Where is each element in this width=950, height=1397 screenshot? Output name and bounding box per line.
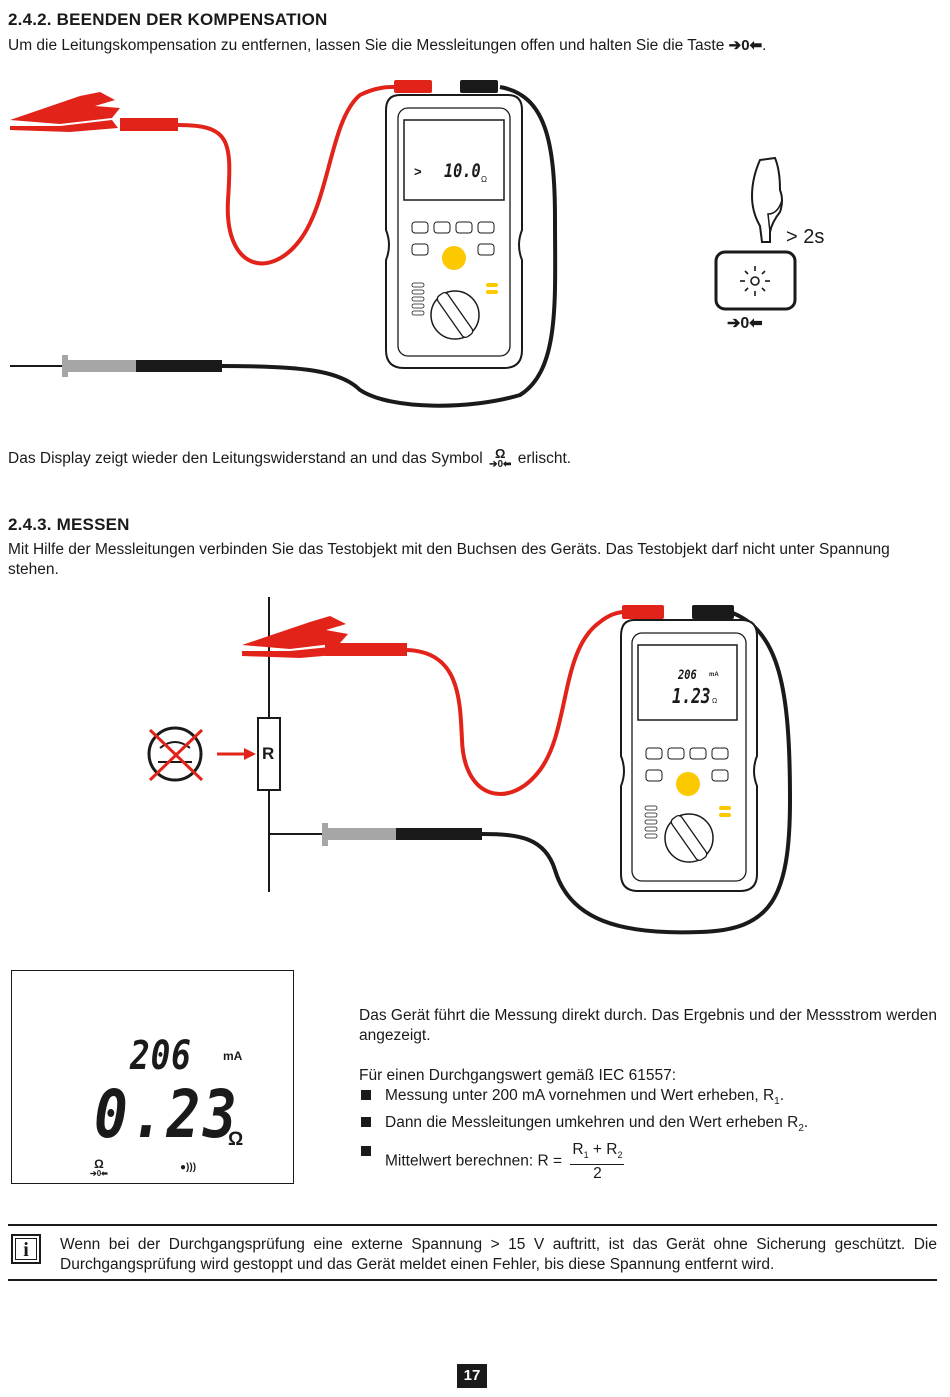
device-value: 1.23: [672, 684, 711, 708]
zero-button-label: ➔0⬅: [727, 315, 763, 332]
formula-plus: + R: [588, 1141, 618, 1159]
step-1-end: .: [779, 1087, 785, 1104]
step-3-text: Mittelwert berechnen: R =: [385, 1152, 563, 1170]
black-connector: [692, 605, 734, 619]
note-top-rule: [8, 1224, 937, 1226]
info-letter: i: [15, 1238, 37, 1261]
compensation-symbol: Ω ➔0⬅: [489, 446, 512, 470]
section-heading-1: 2.4.2. BEENDEN DER KOMPENSATION: [8, 10, 328, 29]
resistor: [257, 717, 281, 791]
red-crocodile-clip: [10, 92, 178, 132]
step-1-sub: 1: [774, 1096, 780, 1108]
black-cable: [221, 85, 558, 408]
list-item: Messung unter 200 mA vornehmen und Wert …: [359, 1085, 937, 1112]
info-icon: i: [11, 1234, 41, 1264]
mean-formula: R1 + R2 2: [570, 1141, 625, 1183]
black-test-probe: [10, 355, 222, 377]
iec-intro: Für einen Durchgangswert gemäß IEC 61557…: [359, 1067, 677, 1084]
red-connector: [622, 605, 664, 619]
note-text: Wenn bei der Durchgangsprüfung eine exte…: [60, 1236, 937, 1273]
compensation-result-text: Das Display zeigt wieder den Leitungswid…: [8, 446, 572, 470]
zero-arrows-glyph: ➔0⬅: [489, 459, 512, 470]
compensation-illustration: [10, 80, 797, 408]
black-test-probe: [270, 823, 482, 846]
formula-sub-1: 1: [583, 1150, 589, 1161]
formula-denominator: 2: [593, 1165, 602, 1183]
list-item: Dann die Messleitungen umkehren und den …: [359, 1112, 937, 1139]
display-arrow: >: [414, 164, 422, 179]
formula-r: R: [572, 1141, 584, 1159]
red-cable: [406, 610, 626, 796]
display-unit: Ω: [481, 175, 487, 184]
omega-glyph: Ω: [94, 1157, 104, 1171]
sun-icon: [740, 266, 770, 296]
black-connector: [460, 80, 498, 93]
large-compensation-symbol: Ω ➔0⬅: [90, 1157, 108, 1179]
omega-glyph: Ω: [495, 446, 506, 461]
after-text-1: Das Display zeigt wieder den Leitungswid…: [8, 450, 483, 468]
zero-key-symbol: ➔0⬅: [728, 37, 763, 54]
section-heading-2: 2.4.3. MESSEN: [8, 515, 130, 534]
list-item: Mittelwert berechnen: R = R1 + R2 2: [359, 1141, 937, 1182]
step-2-end: .: [803, 1114, 809, 1132]
device-current-unit: mA: [709, 672, 719, 678]
note-bottom-rule: [8, 1279, 937, 1281]
large-value: 0.23: [94, 1076, 240, 1153]
section-intro-1: Um die Leitungskompensation zu entfernen…: [8, 36, 766, 56]
tester-device: [385, 94, 523, 369]
intro-end: .: [762, 37, 767, 54]
hold-time: > 2s: [786, 226, 825, 248]
device-current: 206: [678, 668, 697, 683]
black-cable: [481, 610, 793, 935]
step-1-text: Messung unter 200 mA vornehmen und Wert …: [385, 1087, 775, 1104]
step-2-text: Dann die Messleitungen umkehren und den …: [385, 1114, 799, 1132]
page-number: 17: [457, 1364, 487, 1388]
buzzer-icon: ●))): [180, 1162, 197, 1173]
no-voltage-icon: [147, 726, 204, 782]
pressing-hand: [750, 156, 783, 243]
zero-arrows-glyph: ➔0⬅: [90, 1169, 108, 1178]
formula-sub-2: 2: [617, 1150, 623, 1161]
resistor-label: R: [262, 744, 275, 763]
iec-steps-list: Messung unter 200 mA vornehmen und Wert …: [359, 1085, 937, 1182]
measurement-illustration: [147, 597, 793, 935]
result-text: Das Gerät führt die Messung direkt durch…: [359, 1007, 937, 1044]
large-unit: Ω: [228, 1129, 244, 1150]
large-current-unit: mA: [223, 1049, 243, 1063]
step-2-sub: 2: [798, 1123, 804, 1135]
arrow-to-resistor: [217, 748, 256, 760]
tester-device: [620, 619, 758, 892]
red-cable: [177, 84, 406, 266]
red-connector: [394, 80, 432, 93]
backlight-button: [714, 250, 797, 311]
red-crocodile-clip: [242, 616, 407, 658]
after-text-2: erlischt.: [517, 450, 572, 468]
intro-text: Um die Leitungskompensation zu entfernen…: [8, 37, 725, 54]
lcd-display-large: 206 mA 0.23 Ω Ω ➔0⬅ ●))): [11, 970, 294, 1184]
device-unit: Ω: [712, 698, 718, 705]
section-intro-2: Mit Hilfe der Messleitungen verbinden Si…: [8, 541, 890, 578]
large-current: 206: [130, 1033, 192, 1079]
display-value: 10.0: [444, 160, 481, 182]
